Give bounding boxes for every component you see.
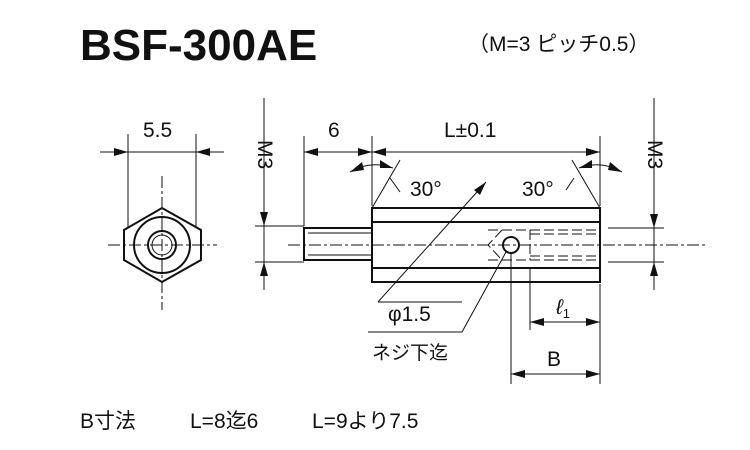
left-thread-dimension: M3 bbox=[253, 98, 304, 290]
chamfer-right-annotation: 30° bbox=[522, 159, 623, 209]
dim-label-m3-right: M3 bbox=[643, 140, 666, 169]
dim-arrow-l1-right bbox=[586, 318, 600, 326]
thread-spec-subtitle: （M=3 ピッチ0.5） bbox=[468, 33, 649, 56]
hole-leader bbox=[377, 181, 487, 303]
dim-arrow-length-left bbox=[372, 148, 386, 156]
dim-label-length: L±0.1 bbox=[444, 119, 496, 142]
chamfer-leader-right bbox=[565, 177, 575, 191]
length-dimension: L±0.1 bbox=[372, 119, 600, 156]
dim-label-l1-main: ℓ bbox=[555, 296, 564, 319]
hole-diameter-annotation: φ1.5 bbox=[377, 181, 487, 326]
footer-note: B寸法 L=8迄6 L=9より7.5 bbox=[80, 410, 418, 433]
side-view bbox=[288, 207, 706, 283]
chamfer-arrow-left-b bbox=[380, 160, 393, 168]
chamfer-line-left bbox=[371, 159, 401, 209]
chamfer-leader-left bbox=[389, 177, 401, 193]
dim-arrow-m3-left-bottom bbox=[260, 262, 268, 276]
part-title: BSF-300AE bbox=[80, 21, 317, 70]
dim-label-hex-width: 5.5 bbox=[143, 119, 172, 142]
dim-arrow-m3-right-bottom bbox=[650, 262, 658, 276]
dim-label-l1-sub: 1 bbox=[563, 306, 570, 321]
right-thread-dimension: M3 bbox=[608, 98, 666, 290]
chamfer-arrow-right-a bbox=[608, 162, 622, 172]
dim-label-b: B bbox=[547, 348, 561, 371]
chamfer-label-right: 30° bbox=[522, 178, 554, 201]
dim-arrow-m3-left-top bbox=[260, 212, 268, 226]
dim-arrow-l1-left bbox=[530, 318, 544, 326]
dim-label-m3-left: M3 bbox=[253, 140, 276, 169]
b-dimension: B bbox=[510, 254, 600, 384]
hole-leader-arrow bbox=[474, 182, 486, 195]
footer-rule-1: L=8迄6 bbox=[190, 410, 258, 433]
dim-arrow-m3-right-top bbox=[650, 214, 658, 228]
chamfer-line-right bbox=[571, 159, 601, 209]
footer-b-dims: B寸法 bbox=[80, 410, 136, 433]
dim-arrow-b-right bbox=[586, 370, 600, 378]
hole-diameter-label: φ1.5 bbox=[388, 303, 431, 326]
chamfer-arrow-right-b bbox=[579, 160, 592, 168]
dim-label-stud-length: 6 bbox=[328, 119, 340, 142]
thread-depth-annotation: ネジ下迄 bbox=[368, 251, 507, 364]
footer-rule-2: L=9より7.5 bbox=[312, 410, 418, 433]
dim-arrow-hex-left bbox=[114, 148, 128, 156]
stud-length-dimension: 6 bbox=[304, 119, 372, 156]
dim-arrow-b-left bbox=[511, 370, 525, 378]
l1-dimension: ℓ1 bbox=[529, 268, 600, 330]
dim-arrow-stud-left bbox=[304, 148, 318, 156]
dim-arrow-length-right bbox=[586, 148, 600, 156]
end-view: 5.5 bbox=[100, 119, 224, 310]
chamfer-left-annotation: 30° bbox=[349, 159, 442, 209]
dim-arrow-hex-right bbox=[196, 148, 210, 156]
thread-depth-leader bbox=[461, 251, 507, 333]
thread-depth-label: ネジ下迄 bbox=[372, 342, 448, 364]
dim-label-l1: ℓ1 bbox=[555, 296, 570, 321]
chamfer-label-left: 30° bbox=[410, 178, 442, 201]
dim-arrow-stud-right bbox=[358, 148, 372, 156]
chamfer-arrow-left-a bbox=[350, 162, 364, 172]
